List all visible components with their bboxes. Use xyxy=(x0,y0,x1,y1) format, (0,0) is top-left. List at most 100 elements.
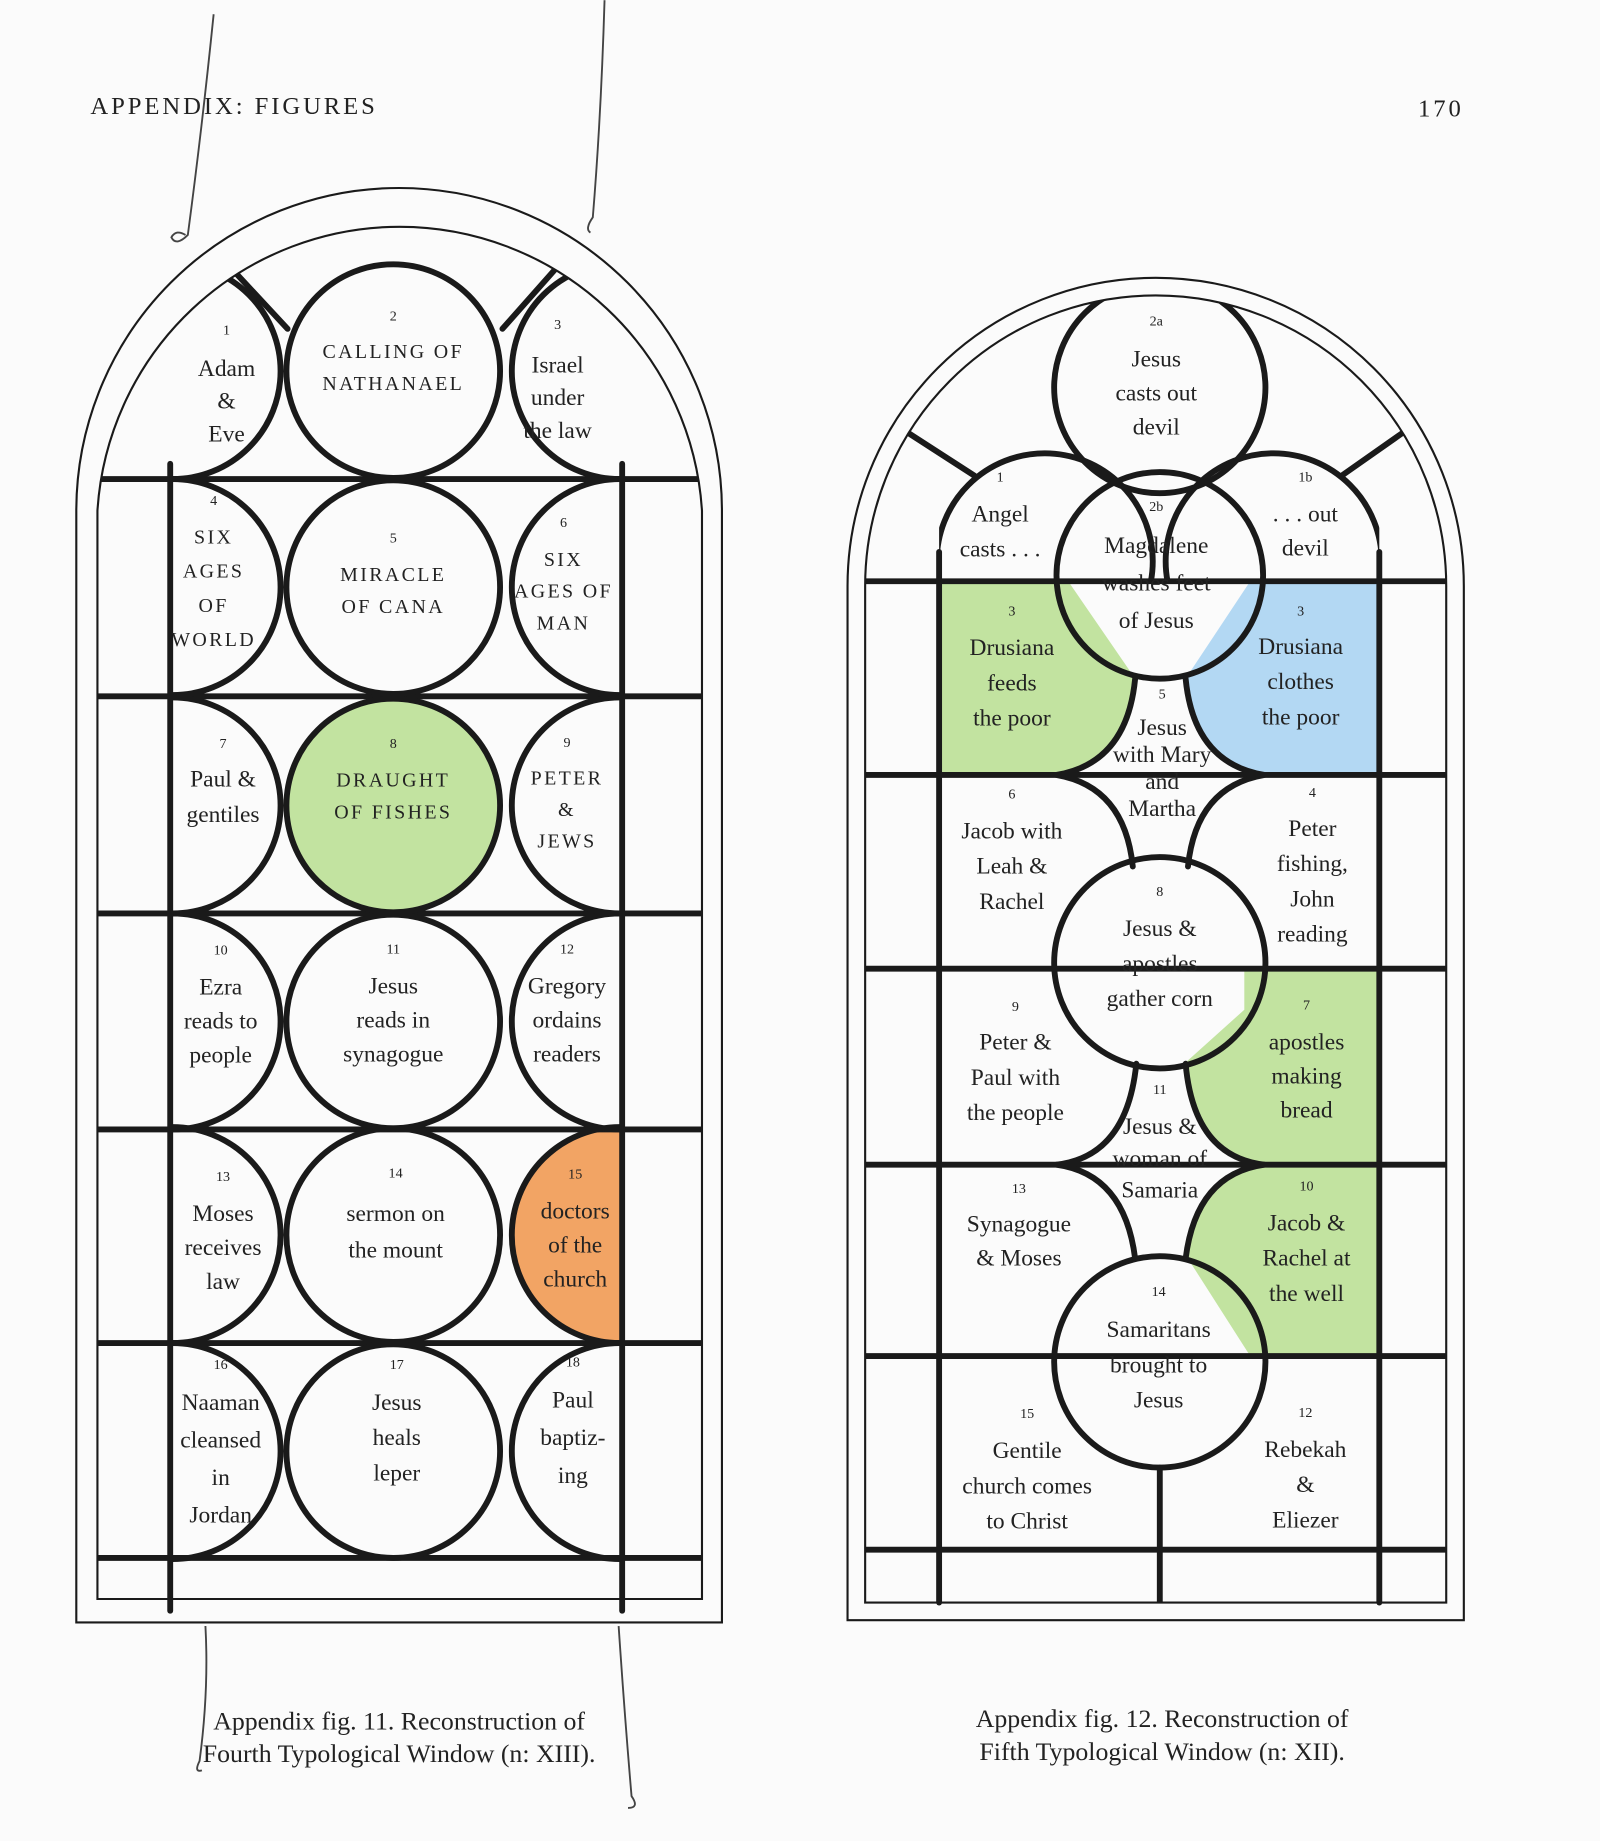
panel-label-line: casts . . . xyxy=(960,537,1041,563)
panel-number: 7 xyxy=(220,736,227,752)
panel-label-line: CALLING OF xyxy=(323,341,464,363)
panel-number: 6 xyxy=(560,515,567,531)
panel-number: 1 xyxy=(223,323,230,339)
panel-8-circle xyxy=(1051,854,1269,1072)
panel-label-line: gather corn xyxy=(1107,986,1213,1012)
panel-label-line: Jesus xyxy=(1134,1388,1184,1414)
panel-label-line: Eliezer xyxy=(1272,1507,1339,1533)
panel-label-line: NATHANAEL xyxy=(322,373,464,395)
panel-label-line: Jesus xyxy=(1131,346,1181,372)
panel-label-line: casts out xyxy=(1116,380,1198,406)
panel-label-line: Adam xyxy=(198,356,255,382)
panel-label-line: JEWS xyxy=(537,831,596,853)
panel-label-line: church xyxy=(543,1267,607,1293)
outer-frame xyxy=(75,186,723,1624)
panel-number: 10 xyxy=(214,943,228,959)
panel-label-line: receives xyxy=(185,1235,262,1261)
panel-label-line: washes feet xyxy=(1102,571,1211,597)
panel-label-line: PETER xyxy=(531,767,604,789)
panel-label-line: Moses xyxy=(192,1201,253,1227)
panel-label-line: ordains xyxy=(532,1007,601,1033)
panel-label-line: & xyxy=(1296,1472,1314,1498)
panel-label-line: Martha xyxy=(1128,796,1196,822)
panel-number: 16 xyxy=(214,1357,228,1373)
panel-label-line: reads in xyxy=(356,1007,430,1033)
page-number: 170 xyxy=(1418,95,1464,122)
panel-number: 11 xyxy=(386,941,400,957)
panel-number: 4 xyxy=(210,493,217,509)
panel-label-line: bread xyxy=(1280,1098,1332,1124)
panel-label-line: Jacob & xyxy=(1268,1210,1346,1236)
panel-number: 9 xyxy=(563,735,570,751)
panel-label-line: ing xyxy=(558,1463,588,1489)
panel-label-line: church comes xyxy=(962,1473,1092,1499)
panel-label-line: the poor xyxy=(973,706,1051,732)
panel-10-fill xyxy=(1187,1164,1380,1357)
panel-label-line: gentiles xyxy=(187,802,260,828)
panel-label-line: SIX xyxy=(544,549,583,571)
panel-label-line: Paul xyxy=(552,1388,594,1414)
panel-label-line: clothes xyxy=(1267,669,1333,695)
center-medallion xyxy=(283,477,504,697)
panel-label-line: Jacob with xyxy=(961,818,1062,844)
panel-8-fill xyxy=(286,698,501,913)
panel-label-line: Samaritans xyxy=(1106,1317,1210,1343)
panel-label-line: Jesus xyxy=(1137,715,1187,741)
panel-label-line: Angel xyxy=(971,501,1029,527)
panel-label-line: OF CANA xyxy=(342,596,445,618)
panel-label-line: & Moses xyxy=(976,1246,1061,1272)
panel-label-line: with Mary xyxy=(1113,742,1212,768)
inner-frame xyxy=(96,225,704,1601)
panel-label-line: Gentile xyxy=(993,1438,1062,1464)
panel-number: 12 xyxy=(560,941,574,957)
panel-label-line: synagogue xyxy=(343,1041,443,1067)
panel-label-line: devil xyxy=(1133,415,1180,441)
panel-label-line: brought to xyxy=(1110,1352,1207,1378)
panel-label-line: Jesus & xyxy=(1123,1114,1197,1140)
panel-label-line: the mount xyxy=(348,1237,443,1263)
panel-label-line: of Jesus xyxy=(1119,608,1194,634)
panel-number: 5 xyxy=(1159,687,1166,703)
panel-label-line: . . . out xyxy=(1273,501,1339,527)
panel-label-line: readers xyxy=(533,1041,601,1067)
panel-label-line: the people xyxy=(967,1100,1064,1126)
panel-label-line: woman of xyxy=(1113,1146,1208,1172)
figure-12-caption-line2: Fifth Typological Window (n: XII). xyxy=(979,1737,1344,1766)
figure-11-caption-line1: Appendix fig. 11. Reconstruction of xyxy=(213,1706,585,1735)
panel-number: 3 xyxy=(554,317,561,333)
panel-3-right-fill xyxy=(1185,581,1380,775)
inner-frame xyxy=(864,294,1448,1604)
panel-number: 13 xyxy=(1012,1181,1026,1197)
panel-label-line: Drusiana xyxy=(970,635,1055,661)
panel-label-line: DRAUGHT xyxy=(336,770,450,792)
panel-number: 14 xyxy=(389,1166,403,1182)
panel-number: 15 xyxy=(1020,1406,1034,1422)
panel-label-line: Peter xyxy=(1288,816,1336,842)
center-medallion xyxy=(283,1341,504,1561)
panel-label-line: Rebekah xyxy=(1264,1437,1346,1463)
figure-12-caption-line1: Appendix fig. 12. Reconstruction of xyxy=(976,1704,1349,1733)
panel-label-line: law xyxy=(206,1269,240,1295)
panel-label-line: the law xyxy=(523,418,591,444)
outer-frame xyxy=(846,276,1465,1622)
panel-label-line: under xyxy=(531,385,585,411)
panel-number: 2b xyxy=(1149,499,1163,515)
panel-2b-circle xyxy=(1053,469,1267,682)
panel-label-line: Naaman xyxy=(182,1390,260,1416)
panel-label-line: Jesus xyxy=(368,973,418,999)
panel-number: 2a xyxy=(1150,313,1164,329)
